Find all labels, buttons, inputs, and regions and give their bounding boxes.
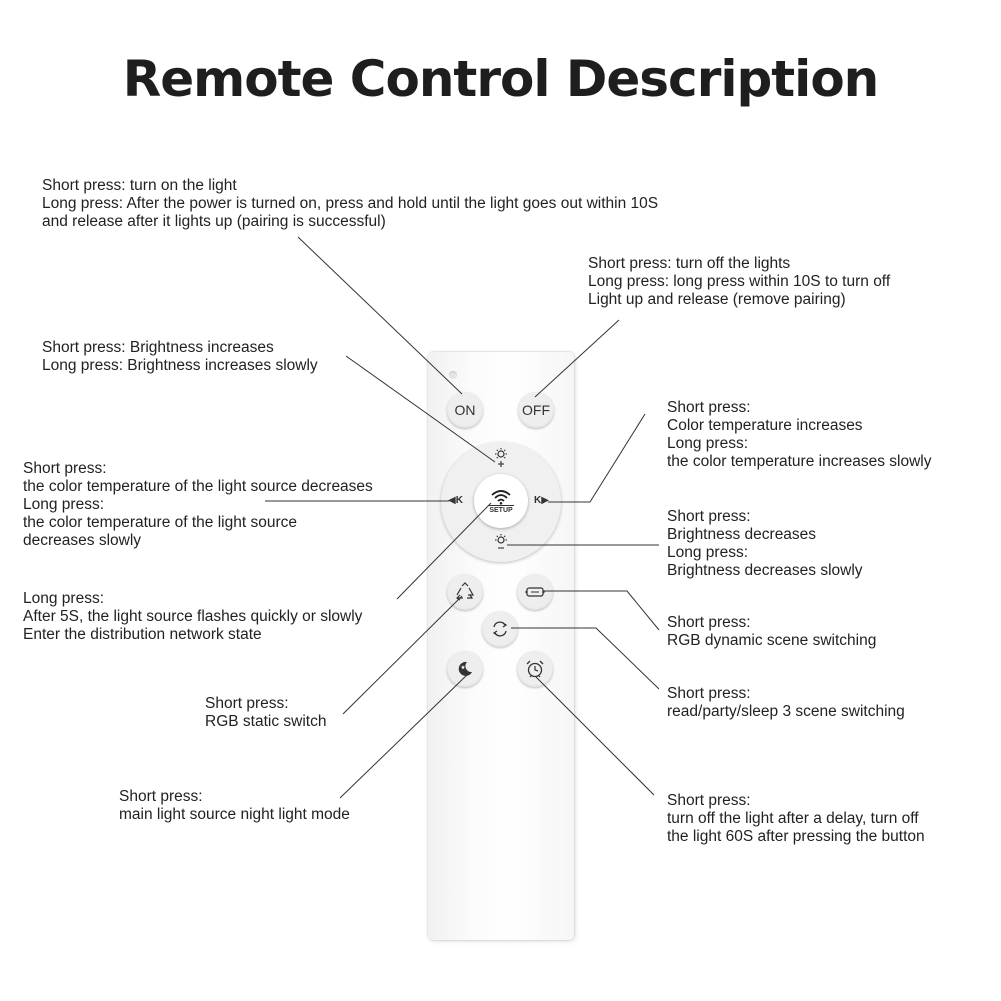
rgb-static-button[interactable] — [447, 574, 483, 610]
note-night-light: Short press:main light source night ligh… — [119, 788, 350, 823]
leader-line-off — [534, 319, 620, 398]
alarm-clock-icon — [526, 660, 544, 678]
on-button-label: ON — [454, 402, 476, 418]
on-button[interactable]: ON — [447, 392, 483, 428]
moon-icon — [458, 661, 472, 676]
note-rgb-static: Short press:RGB static switch — [205, 695, 327, 730]
ct-down-label: ◀K — [448, 495, 463, 506]
brightness-down-icon[interactable] — [491, 533, 511, 555]
setup-button[interactable]: SETUP — [474, 474, 528, 528]
leader-line-setup — [396, 502, 492, 600]
leader-line-ct-up — [548, 413, 646, 503]
leader-line-night — [339, 672, 470, 799]
scene-switch-button[interactable] — [482, 611, 518, 647]
brightness-up-icon[interactable] — [491, 447, 511, 469]
ct-down-button[interactable]: ◀K — [448, 495, 463, 506]
setup-label: SETUP — [489, 506, 513, 514]
note-setup: Long press:After 5S, the light source fl… — [23, 590, 363, 643]
off-button-label: OFF — [522, 402, 550, 418]
ct-up-label: K▶ — [534, 495, 549, 506]
leader-line-brightness-up — [345, 355, 496, 463]
leader-line-rgb-dynamic — [543, 590, 660, 631]
note-scene: Short press:read/party/sleep 3 scene swi… — [667, 685, 905, 720]
note-rgb-dynamic: Short press:RGB dynamic scene switching — [667, 614, 877, 649]
indicator-led — [449, 371, 457, 379]
page-title: Remote Control Description — [122, 50, 880, 108]
leader-line-delay — [535, 676, 655, 796]
leader-line-on — [297, 236, 463, 395]
ct-up-button[interactable]: K▶ — [534, 495, 549, 506]
leader-line-scene — [511, 627, 660, 690]
note-delay-off: Short press:turn off the light after a d… — [667, 792, 925, 845]
delay-off-button[interactable] — [517, 651, 553, 687]
night-light-button[interactable] — [447, 651, 483, 687]
note-ct-down: Short press:the color temperature of the… — [23, 460, 373, 549]
cycle-arrows-icon — [492, 621, 508, 637]
wifi-icon — [491, 489, 511, 505]
leader-line-rgb-static — [342, 595, 463, 715]
off-button[interactable]: OFF — [518, 392, 554, 428]
